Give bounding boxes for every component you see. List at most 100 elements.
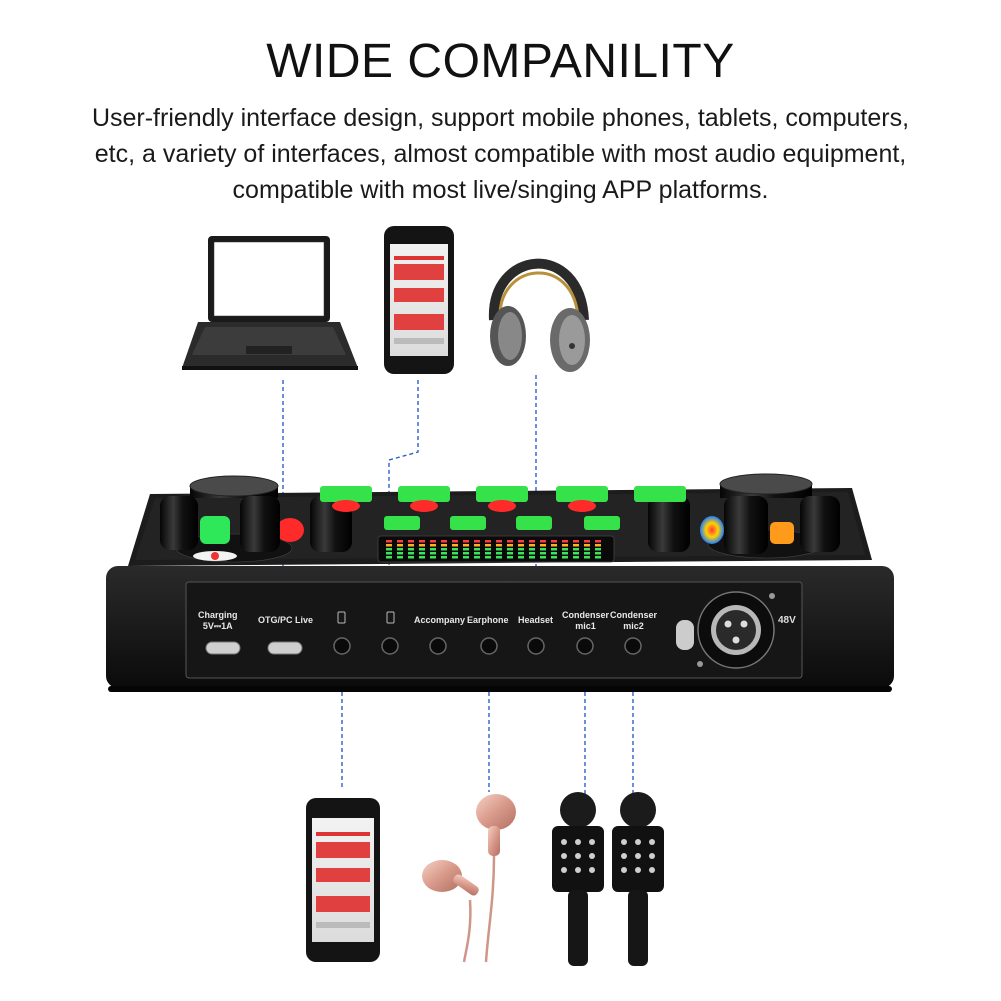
- led-segment: [496, 552, 502, 555]
- earphone-jack: [480, 637, 498, 655]
- led-segment: [474, 544, 480, 547]
- headset-jack: [527, 637, 545, 655]
- led-segment: [408, 540, 414, 543]
- led-segment: [485, 548, 491, 551]
- button-row-green: [320, 486, 686, 530]
- condenser-mic2-line2: mic2: [623, 621, 644, 631]
- led-meters: [386, 540, 601, 559]
- led-segment: [595, 548, 601, 551]
- led-segment: [430, 548, 436, 551]
- led-segment: [452, 552, 458, 555]
- status-light-green: [200, 516, 230, 544]
- led-segment: [518, 548, 524, 551]
- earphones-icon: [422, 794, 516, 963]
- headphones-icon: [488, 258, 590, 372]
- led-segment: [485, 544, 491, 547]
- led-segment: [562, 556, 568, 559]
- led-segment: [540, 552, 546, 555]
- led-segment: [485, 540, 491, 543]
- led-segment: [430, 544, 436, 547]
- led-segment: [397, 556, 403, 559]
- led-segment: [518, 544, 524, 547]
- led-segment: [595, 556, 601, 559]
- sound-card: [106, 473, 894, 692]
- led-segment: [441, 544, 447, 547]
- led-segment: [584, 556, 590, 559]
- led-segment: [430, 556, 436, 559]
- led-segment: [584, 540, 590, 543]
- led-segment: [485, 556, 491, 559]
- description-line-3: compatible with most live/singing APP pl…: [232, 176, 769, 204]
- accompany-label: Accompany: [414, 615, 466, 625]
- led-segment: [507, 544, 513, 547]
- knob-5: [724, 496, 768, 554]
- led-segment: [518, 556, 524, 559]
- led-segment: [573, 548, 579, 551]
- smartphone-icon: [306, 798, 380, 962]
- led-segment: [419, 540, 425, 543]
- led-segment: [562, 548, 568, 551]
- led-segment: [529, 552, 535, 555]
- led-segment: [474, 540, 480, 543]
- led-segment: [529, 556, 535, 559]
- led-segment: [430, 552, 436, 555]
- phone-jack-1: [333, 637, 351, 655]
- otg-label: OTG/PC Live: [258, 615, 314, 625]
- led-segment: [419, 556, 425, 559]
- led-segment: [386, 540, 392, 543]
- led-segment: [551, 556, 557, 559]
- led-segment: [529, 544, 535, 547]
- condenser-mic1-line1: Condenser: [562, 610, 610, 620]
- description-line-2: etc, a variety of interfaces, almost com…: [94, 140, 907, 168]
- led-segment: [397, 548, 403, 551]
- led-segment: [573, 552, 579, 555]
- led-segment: [408, 548, 414, 551]
- led-segment: [507, 540, 513, 543]
- led-segment: [529, 548, 535, 551]
- led-segment: [573, 556, 579, 559]
- led-segment: [595, 544, 601, 547]
- led-segment: [463, 552, 469, 555]
- microphone-icon: [552, 792, 604, 966]
- led-segment: [551, 544, 557, 547]
- led-segment: [562, 552, 568, 555]
- led-segment: [551, 552, 557, 555]
- led-segment: [595, 552, 601, 555]
- microphone-icon: [612, 792, 664, 966]
- led-segment: [474, 556, 480, 559]
- mic1-jack: [576, 637, 594, 655]
- led-segment: [408, 544, 414, 547]
- condenser-mic1-label: Condenser mic1: [562, 610, 609, 632]
- rgb-light: [700, 516, 724, 544]
- big-knob-right: [719, 473, 813, 498]
- charging-label: Charging 5V⎓1A: [198, 610, 238, 632]
- led-segment: [573, 544, 579, 547]
- led-segment: [496, 556, 502, 559]
- led-segment: [463, 548, 469, 551]
- led-segment: [507, 548, 513, 551]
- led-segment: [386, 556, 392, 559]
- led-segment: [584, 544, 590, 547]
- led-segment: [595, 540, 601, 543]
- led-segment: [551, 548, 557, 551]
- led-segment: [419, 548, 425, 551]
- page-title: WIDE COMPANILITY: [266, 35, 735, 88]
- connector-phone-top: [388, 380, 419, 642]
- otg-port: [267, 641, 303, 655]
- headset-label: Headset: [518, 615, 554, 625]
- led-segment: [463, 540, 469, 543]
- led-segment: [551, 540, 557, 543]
- big-knob-left: [189, 475, 279, 498]
- condenser-mic1-line2: mic1: [575, 621, 596, 631]
- led-segment: [474, 548, 480, 551]
- led-segment: [463, 556, 469, 559]
- led-segment: [386, 552, 392, 555]
- led-segment: [573, 540, 579, 543]
- led-segment: [419, 544, 425, 547]
- led-segment: [496, 544, 502, 547]
- led-segment: [452, 540, 458, 543]
- condenser-mic2-line1: Condenser: [610, 610, 658, 620]
- led-segment: [408, 556, 414, 559]
- condenser-mic2-label: Condenser mic2: [610, 610, 657, 632]
